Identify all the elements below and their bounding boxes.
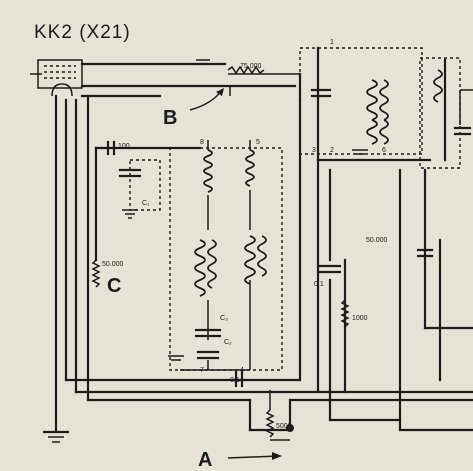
wiring [42, 46, 473, 443]
value-cap-c3: C₃ [220, 315, 228, 322]
value-cap-c1: C₁ [142, 200, 150, 207]
capacitors [106, 88, 472, 388]
value-cap-c2: C₂ [224, 339, 232, 346]
terminal-3: 3 [312, 147, 316, 154]
terminal-2: 2 [330, 147, 334, 154]
terminal-1: 1 [330, 39, 334, 46]
terminal-numbers: 1 2 3 4 5 6 7 8 [200, 39, 386, 374]
component-values: 75.000 50.000 1000 50.000 5000 100 C₁ C₂… [102, 63, 388, 430]
tube-title: KK2 (X21) [34, 22, 131, 43]
terminal-7: 7 [200, 367, 204, 374]
value-cap-top: 100 [118, 143, 130, 150]
value-r-top: 75.000 [240, 63, 262, 70]
terminal-4: 4 [240, 367, 244, 374]
annotation-arrows [189, 88, 282, 460]
resistors [91, 65, 350, 438]
value-r-bottom: 5000 [276, 423, 292, 430]
label-b: B [163, 107, 177, 129]
tube-symbol [30, 59, 83, 97]
label-a: A [198, 449, 212, 471]
value-r-right: 50.000 [366, 237, 388, 244]
value-cap-bottom: 0,1 [230, 377, 240, 384]
terminal-5: 5 [256, 139, 260, 146]
value-r-c: 50.000 [102, 261, 124, 268]
coils [194, 69, 443, 297]
terminal-6: 6 [382, 147, 386, 154]
ground-symbols [122, 59, 368, 361]
value-r-mid: 1000 [352, 315, 368, 322]
label-c: C [107, 275, 121, 297]
junction-a [286, 424, 294, 432]
value-cap-left: 0,1 [314, 281, 324, 288]
terminal-8: 8 [200, 139, 204, 146]
shield-boxes [129, 47, 461, 371]
